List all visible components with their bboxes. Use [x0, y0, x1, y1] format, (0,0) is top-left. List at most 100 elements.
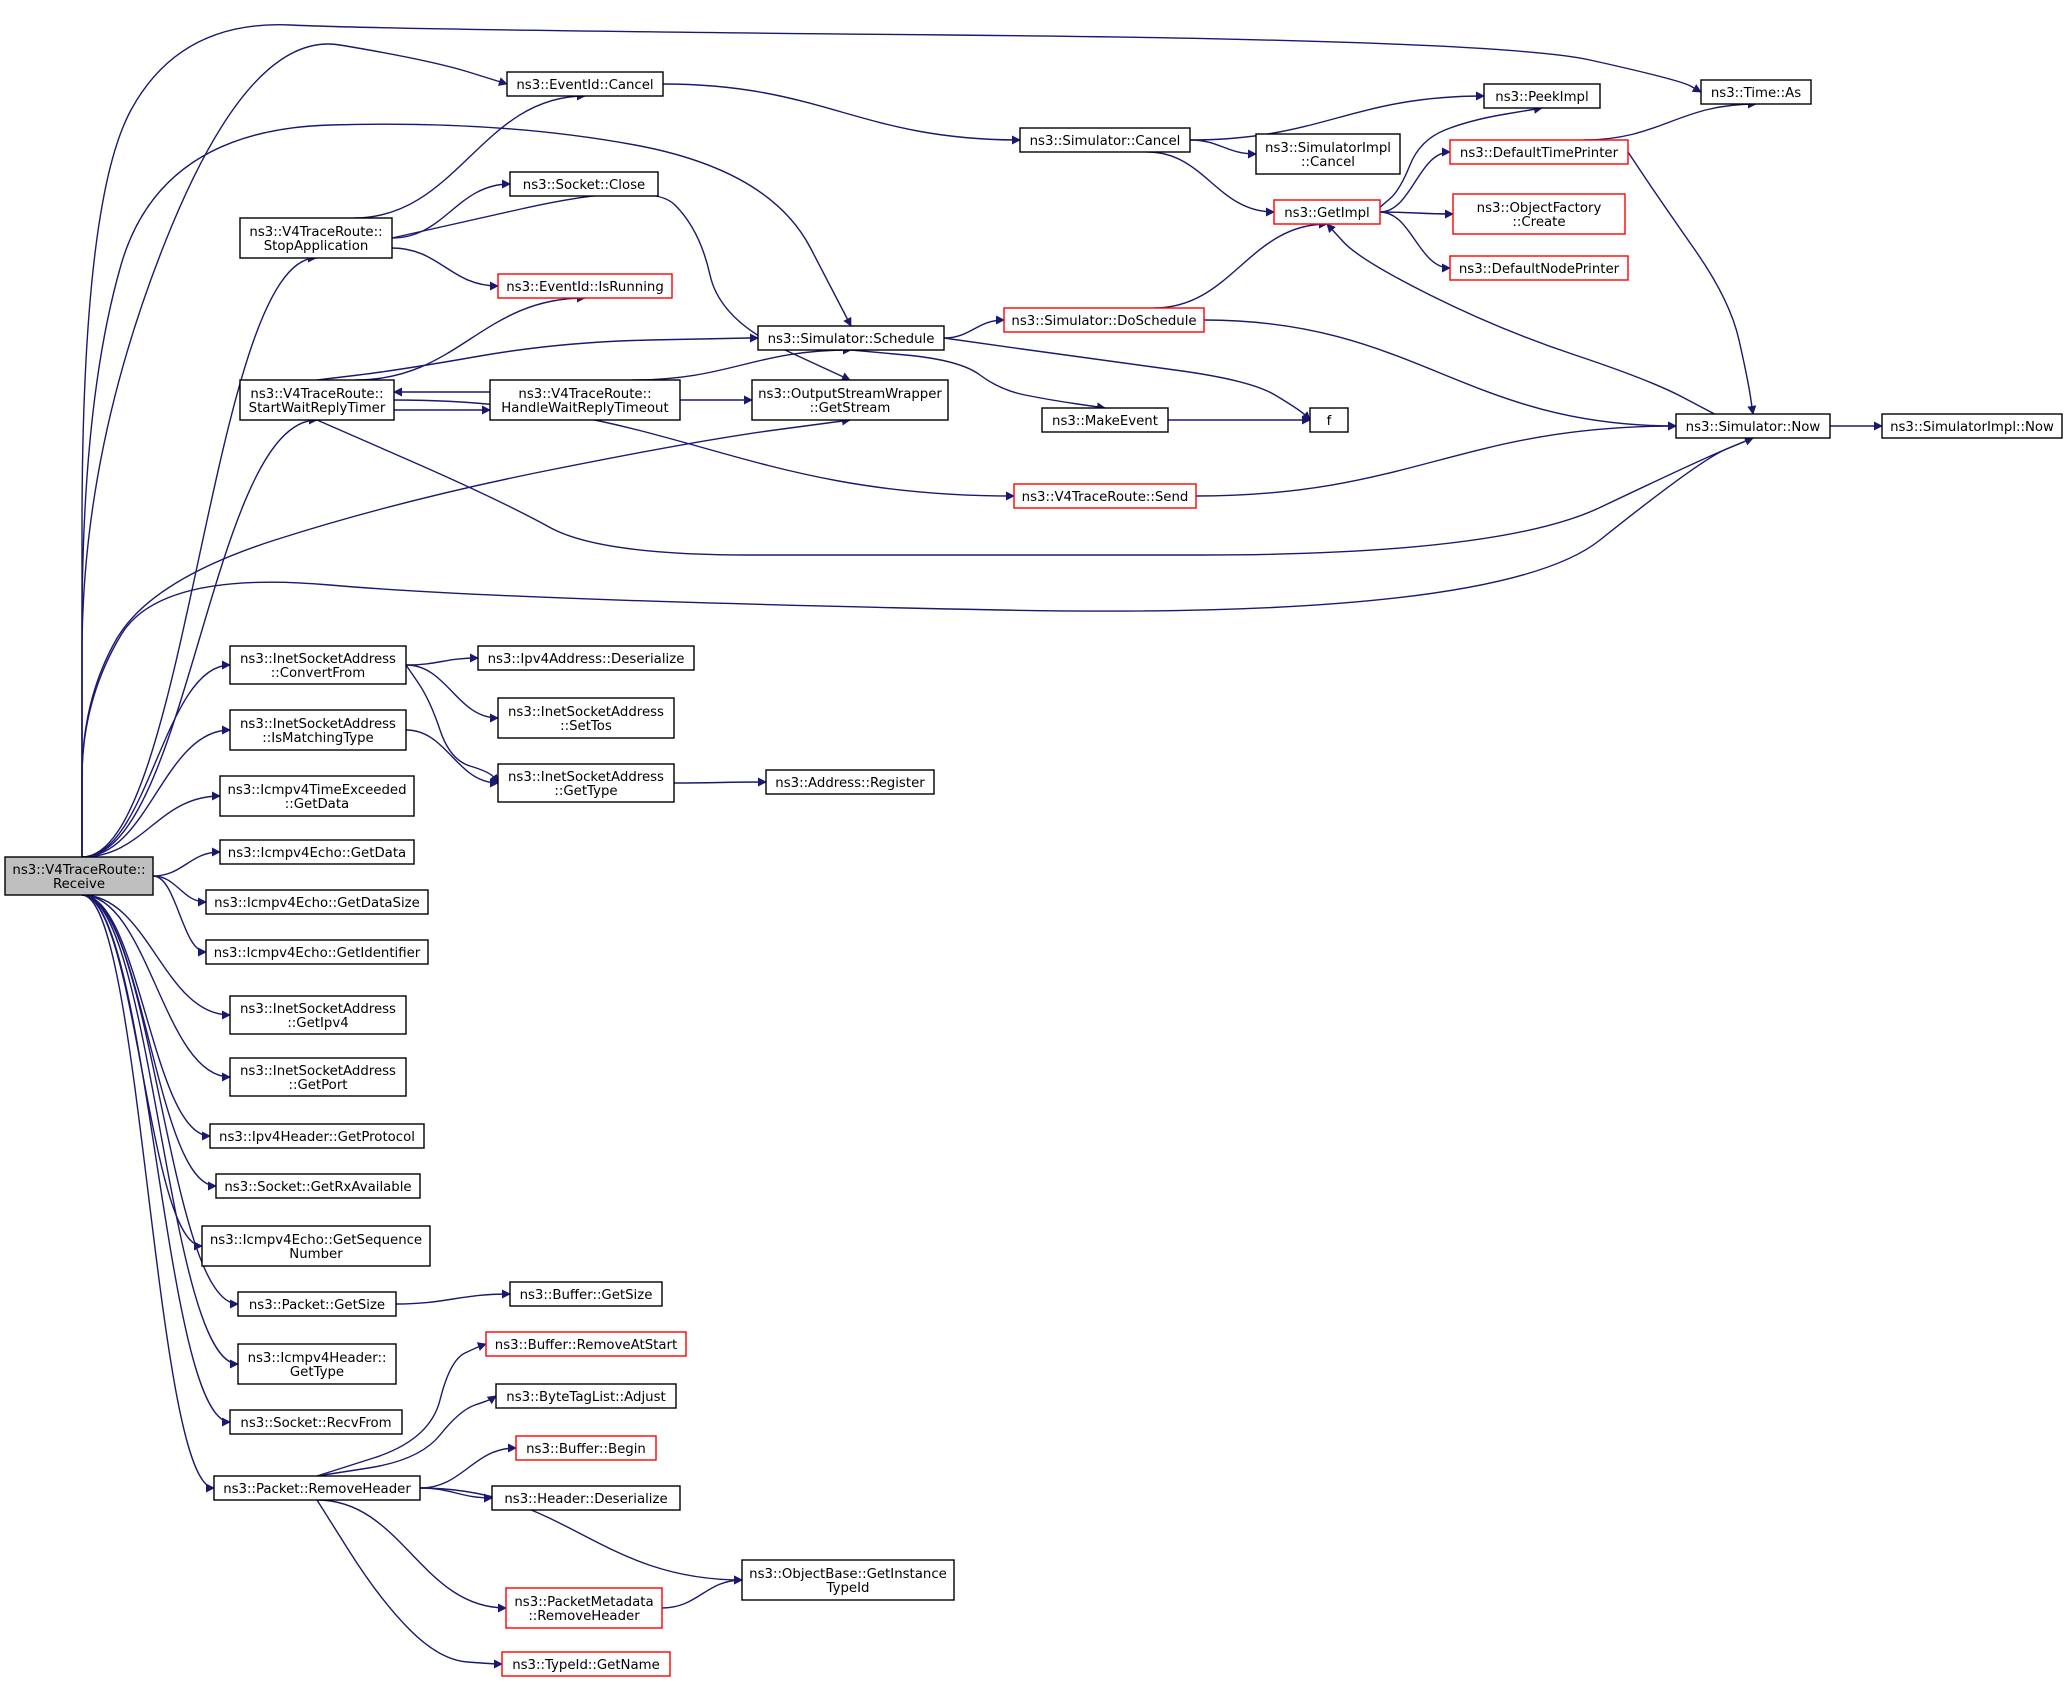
- node-label: ::GetData: [285, 797, 349, 812]
- node-bytetaglist-adjust[interactable]: ns3::ByteTagList::Adjust: [495, 1383, 677, 1409]
- node-stopapp[interactable]: ns3::V4TraceRoute::StopApplication: [239, 217, 393, 259]
- node-box: [229, 995, 407, 1035]
- node-buffer-begin[interactable]: ns3::Buffer::Begin: [515, 1435, 657, 1461]
- node-makeevent[interactable]: ns3::MakeEvent: [1041, 407, 1169, 433]
- node-typeid-getname[interactable]: ns3::TypeId::GetName: [501, 1651, 671, 1677]
- node-packet-getsize[interactable]: ns3::Packet::GetSize: [237, 1291, 397, 1317]
- node-icmpv4header-gettype[interactable]: ns3::Icmpv4Header::GetType: [237, 1343, 397, 1385]
- node-box: [509, 171, 659, 197]
- node-eventid-cancel[interactable]: ns3::EventId::Cancel: [506, 71, 664, 97]
- node-box: [1700, 79, 1812, 105]
- node-doschedule[interactable]: ns3::Simulator::DoSchedule: [1003, 307, 1205, 333]
- node-convertfrom[interactable]: ns3::InetSocketAddress::ConvertFrom: [229, 645, 407, 685]
- node-peekimpl[interactable]: ns3::PeekImpl: [1483, 83, 1601, 109]
- edge-sim_schedule-to-doschedule: [943, 315, 1005, 339]
- node-label: TypeId: [826, 1581, 870, 1596]
- edge-packet_removeheader-to-packetmetadata_removeheader: [316, 1499, 507, 1613]
- edge-sim_cancel-to-peekimpl: [1189, 91, 1485, 141]
- node-label: ns3::Socket::Close: [523, 178, 645, 193]
- node-getstream[interactable]: ns3::OutputStreamWrapper::GetStream: [751, 379, 949, 421]
- node-echo-getdata[interactable]: ns3::Icmpv4Echo::GetData: [219, 839, 415, 865]
- node-socket-getrxavailable[interactable]: ns3::Socket::GetRxAvailable: [215, 1173, 421, 1199]
- node-ipv4-deserialize[interactable]: ns3::Ipv4Address::Deserialize: [477, 645, 695, 671]
- node-sim-now[interactable]: ns3::Simulator::Now: [1675, 413, 1831, 439]
- node-root[interactable]: ns3::V4TraceRoute::Receive: [4, 856, 154, 896]
- node-box: [201, 1225, 431, 1267]
- node-box: [1449, 139, 1629, 165]
- node-label: ns3::Buffer::GetSize: [520, 1288, 653, 1303]
- edge-defaulttimeprinter-to-time_as: [1583, 99, 1757, 141]
- node-time-as[interactable]: ns3::Time::As: [1700, 79, 1812, 105]
- node-label: ns3::V4TraceRoute::: [12, 863, 145, 878]
- node-label: Receive: [53, 877, 105, 892]
- node-label: ns3::EventId::IsRunning: [506, 280, 664, 295]
- node-header-deserialize[interactable]: ns3::Header::Deserialize: [491, 1485, 681, 1511]
- edge-stopapp-to-eventid_cancel: [353, 91, 586, 219]
- node-box: [229, 1057, 407, 1097]
- edge-defaulttimeprinter-to-sim_now: [1627, 151, 1757, 415]
- edge-root-to-ismatchingtype: [81, 725, 231, 858]
- node-objectfactory-create[interactable]: ns3::ObjectFactory::Create: [1452, 193, 1626, 235]
- edge-root-to-startwait: [81, 415, 318, 858]
- node-box: [495, 1383, 677, 1409]
- edge-v4send-to-sim_now: [1195, 421, 1677, 497]
- edge-root-to-time_as: [81, 24, 1702, 857]
- node-box: [239, 379, 395, 421]
- node-settos[interactable]: ns3::InetSocketAddress::SetTos: [497, 697, 675, 739]
- node-label: f: [1327, 414, 1332, 429]
- node-defaulttimeprinter[interactable]: ns3::DefaultTimePrinter: [1449, 139, 1629, 165]
- edge-root-to-echo_getidentifier: [152, 875, 207, 957]
- edge-getimpl-to-peekimpl: [1379, 104, 1543, 208]
- node-label: ns3::SimulatorImpl::Now: [1890, 420, 2054, 435]
- node-socket-close[interactable]: ns3::Socket::Close: [509, 171, 659, 197]
- edge-getimpl-to-defaultnodeprinter: [1379, 211, 1451, 273]
- edge-root-to-socket_getrxavailable: [81, 894, 217, 1191]
- node-label: ::IsMatchingType: [262, 731, 373, 746]
- node-sim-cancel[interactable]: ns3::Simulator::Cancel: [1019, 127, 1191, 153]
- node-socket-recvfrom[interactable]: ns3::Socket::RecvFrom: [229, 1409, 403, 1435]
- node-handlewait[interactable]: ns3::V4TraceRoute::HandleWaitReplyTimeou…: [489, 379, 681, 421]
- node-label: ns3::Icmpv4Echo::GetData: [228, 846, 406, 861]
- node-defaultnodeprinter[interactable]: ns3::DefaultNodePrinter: [1449, 255, 1629, 281]
- node-echo-getidentifier[interactable]: ns3::Icmpv4Echo::GetIdentifier: [205, 939, 429, 965]
- edge-root-to-sim_schedule: [81, 123, 852, 857]
- node-echo-getdatasize[interactable]: ns3::Icmpv4Echo::GetDataSize: [205, 889, 429, 915]
- node-box: [205, 939, 429, 965]
- node-box: [1273, 199, 1381, 225]
- node-packetmetadata-removeheader[interactable]: ns3::PacketMetadata::RemoveHeader: [505, 1587, 663, 1629]
- node-label: ns3::MakeEvent: [1052, 414, 1158, 429]
- node-address-register[interactable]: ns3::Address::Register: [765, 769, 935, 795]
- edge-packet_removeheader-to-typeid_getname: [316, 1499, 503, 1669]
- node-label: ns3::Buffer::Begin: [526, 1442, 646, 1457]
- node-sim-schedule[interactable]: ns3::Simulator::Schedule: [757, 325, 945, 351]
- node-label: ns3::Time::As: [1711, 86, 1801, 101]
- node-simimpl-cancel[interactable]: ns3::SimulatorImpl::Cancel: [1255, 133, 1401, 175]
- edge-packetmetadata_removeheader-to-objectbase_getinstancetypeid: [661, 1575, 743, 1609]
- node-inet-gettype[interactable]: ns3::InetSocketAddress::GetType: [497, 763, 675, 803]
- node-packet-removeheader[interactable]: ns3::Packet::RemoveHeader: [213, 1475, 421, 1501]
- edge-stopapp-to-socket_close: [391, 179, 511, 239]
- node-box: [741, 1559, 955, 1601]
- node-buffer-removeatstart[interactable]: ns3::Buffer::RemoveAtStart: [485, 1331, 687, 1357]
- node-inet-getport[interactable]: ns3::InetSocketAddress::GetPort: [229, 1057, 407, 1097]
- node-ipv4header-getprotocol[interactable]: ns3::Ipv4Header::GetProtocol: [209, 1123, 425, 1149]
- node-label: ::Cancel: [1301, 155, 1355, 170]
- node-box: [215, 1173, 421, 1199]
- node-f[interactable]: f: [1309, 407, 1349, 433]
- node-inet-getipv4[interactable]: ns3::InetSocketAddress::GetIpv4: [229, 995, 407, 1035]
- edge-sim_now-to-getimpl: [1326, 223, 1715, 415]
- node-eventid-isrunning[interactable]: ns3::EventId::IsRunning: [497, 273, 673, 299]
- node-simimpl-now[interactable]: ns3::SimulatorImpl::Now: [1881, 413, 2063, 439]
- node-buffer-getsize[interactable]: ns3::Buffer::GetSize: [509, 1281, 663, 1307]
- node-v4send[interactable]: ns3::V4TraceRoute::Send: [1013, 483, 1197, 509]
- node-getimpl[interactable]: ns3::GetImpl: [1273, 199, 1381, 225]
- node-label: ns3::V4TraceRoute::Send: [1022, 490, 1189, 505]
- node-label: ::ConvertFrom: [271, 666, 365, 681]
- node-startwait[interactable]: ns3::V4TraceRoute::StartWaitReplyTimer: [239, 379, 395, 421]
- node-box: [485, 1331, 687, 1357]
- node-label: ns3::Simulator::Schedule: [768, 332, 935, 347]
- node-ismatchingtype[interactable]: ns3::InetSocketAddress::IsMatchingType: [229, 709, 407, 751]
- node-timeexceeded-getdata[interactable]: ns3::Icmpv4TimeExceeded::GetData: [219, 775, 415, 817]
